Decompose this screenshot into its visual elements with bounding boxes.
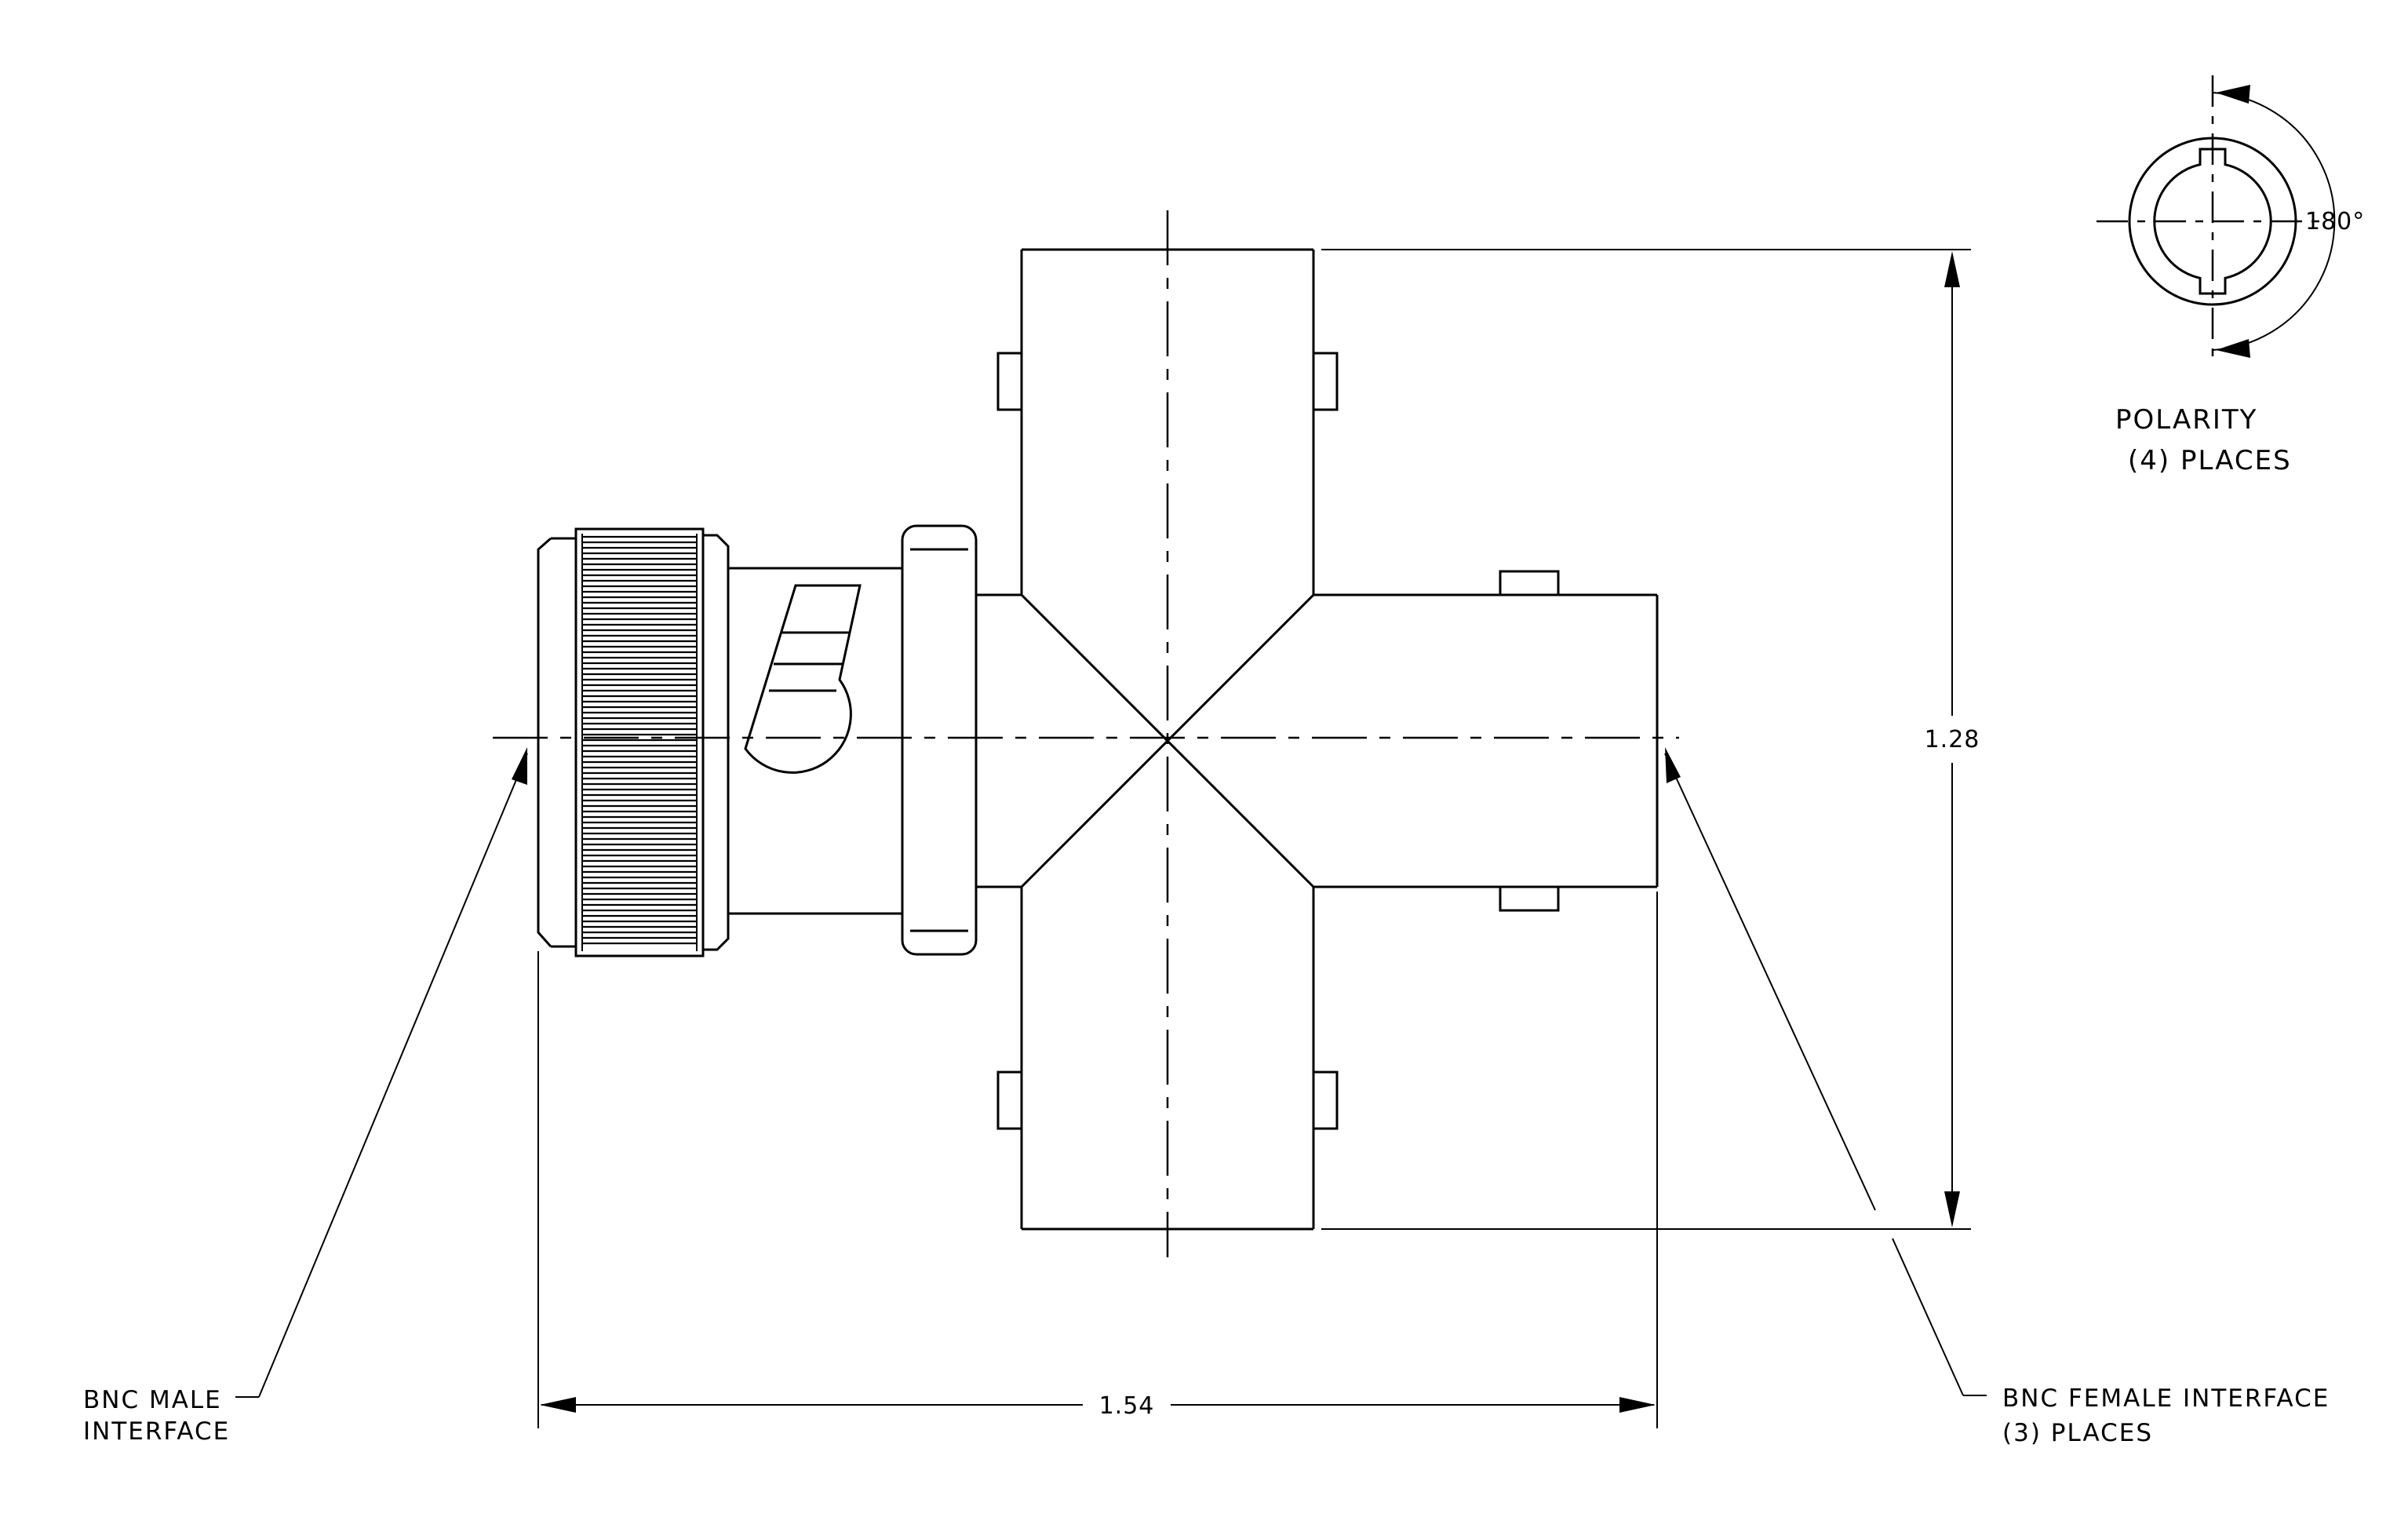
knurl-pattern [581,534,698,951]
female-interface-leader [1664,747,1987,1396]
polarity-label-line1: POLARITY [2115,404,2257,436]
female-interface-callout: BNC FEMALE INTERFACE (3) PLACES [2002,1384,2330,1447]
female-callout-line2: (3) PLACES [2002,1419,2153,1447]
tee-body [976,248,1659,1231]
bnc-male-connector [537,524,978,957]
height-dimension-value: 1.28 [1925,726,1980,753]
polarity-angle: 180° [2305,208,2365,235]
center-lines [493,210,1679,1257]
male-callout-line1: BNC MALE [83,1386,222,1414]
polarity-detail: 180° POLARITY (4) PLACES [2097,75,2365,476]
height-dimension: 1.28 [1321,249,1980,1230]
male-interface-callout: BNC MALE INTERFACE [83,1386,230,1446]
male-interface-leader [235,747,528,1398]
width-dimension: 1.54 [537,892,1658,1428]
width-dimension-value: 1.54 [1099,1392,1155,1420]
male-callout-line2: INTERFACE [83,1417,230,1446]
polarity-label-line2: (4) PLACES [2128,445,2292,476]
female-callout-line1: BNC FEMALE INTERFACE [2002,1384,2330,1413]
